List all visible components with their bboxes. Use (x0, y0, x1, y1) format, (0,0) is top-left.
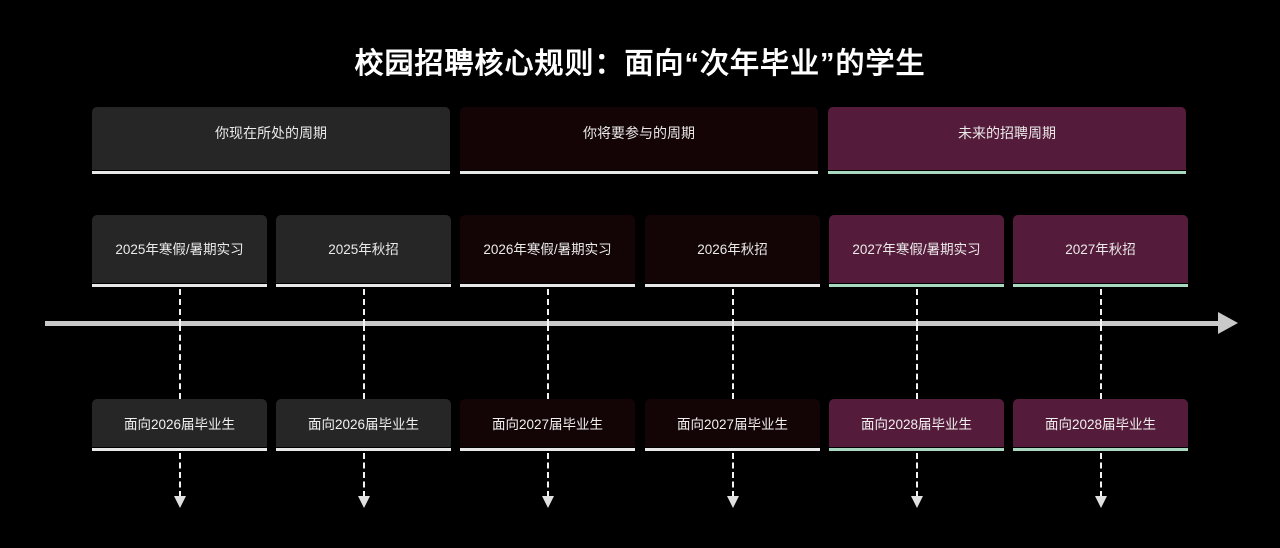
connector-dash-lower (179, 325, 181, 399)
cycle-card-rule (829, 284, 1004, 287)
audience-card-rule (460, 448, 635, 451)
connector-dash-upper (363, 289, 365, 325)
outflow-dash (363, 453, 365, 497)
connector-dash-upper (179, 289, 181, 325)
phase-header-next-label: 你将要参与的周期 (583, 125, 695, 141)
phase-header-future-rule (828, 171, 1186, 174)
audience-card-label: 面向2028届毕业生 (860, 417, 973, 432)
connector-dash-upper (547, 289, 549, 325)
audience-card-rule (276, 448, 451, 451)
cycle-card: 2025年寒假/暑期实习 (92, 215, 267, 287)
audience-card-label: 面向2027届毕业生 (491, 417, 604, 432)
cycle-card: 2025年秋招 (276, 215, 451, 287)
outflow-arrow-icon (174, 496, 186, 508)
outflow-arrow-icon (358, 496, 370, 508)
outflow-dash (1100, 453, 1102, 497)
cycle-card-label: 2025年秋招 (328, 242, 399, 257)
outflow-dash (916, 453, 918, 497)
cycle-card-label: 2027年寒假/暑期实习 (852, 242, 981, 257)
audience-card-rule (1013, 448, 1188, 451)
cycle-card: 2027年寒假/暑期实习 (829, 215, 1004, 287)
cycle-card-rule (276, 284, 451, 287)
cycle-card-rule (92, 284, 267, 287)
audience-card: 面向2028届毕业生 (829, 399, 1004, 451)
audience-card-rule (829, 448, 1004, 451)
outflow-arrow-icon (727, 496, 739, 508)
audience-card-rule (645, 448, 820, 451)
connector-dash-lower (732, 325, 734, 399)
cycle-card-rule (645, 284, 820, 287)
audience-card-label: 面向2027届毕业生 (676, 417, 789, 432)
phase-header-future: 未来的招聘周期 (828, 107, 1186, 174)
connector-dash-lower (1100, 325, 1102, 399)
phase-header-current-rule (92, 171, 450, 174)
outflow-dash (732, 453, 734, 497)
timeline-arrow-icon (1218, 312, 1238, 334)
phase-header-next-rule (460, 171, 818, 174)
connector-dash-upper (1100, 289, 1102, 325)
cycle-card-label: 2026年秋招 (697, 242, 768, 257)
cycle-card-label: 2026年寒假/暑期实习 (483, 242, 612, 257)
cycle-card-label: 2025年寒假/暑期实习 (115, 242, 244, 257)
cycle-card-rule (1013, 284, 1188, 287)
cycle-card-rule (460, 284, 635, 287)
outflow-arrow-icon (911, 496, 923, 508)
outflow-arrow-icon (1095, 496, 1107, 508)
outflow-dash (547, 453, 549, 497)
page-title: 校园招聘核心规则：面向“次年毕业”的学生 (354, 48, 926, 80)
outflow-dash (179, 453, 181, 497)
connector-dash-lower (547, 325, 549, 399)
timeline-axis (45, 321, 1225, 326)
connector-dash-upper (916, 289, 918, 325)
audience-card-rule (92, 448, 267, 451)
outflow-arrow-icon (542, 496, 554, 508)
connector-dash-lower (916, 325, 918, 399)
cycle-card: 2026年寒假/暑期实习 (460, 215, 635, 287)
audience-card: 面向2026届毕业生 (276, 399, 451, 451)
audience-card: 面向2027届毕业生 (645, 399, 820, 451)
cycle-card-label: 2027年秋招 (1065, 242, 1136, 257)
audience-card: 面向2026届毕业生 (92, 399, 267, 451)
connector-dash-lower (363, 325, 365, 399)
cycle-card: 2027年秋招 (1013, 215, 1188, 287)
connector-dash-upper (732, 289, 734, 325)
audience-card: 面向2028届毕业生 (1013, 399, 1188, 451)
phase-header-current-label: 你现在所处的周期 (215, 125, 327, 141)
cycle-card: 2026年秋招 (645, 215, 820, 287)
phase-header-future-label: 未来的招聘周期 (958, 125, 1056, 141)
audience-card-label: 面向2026届毕业生 (123, 417, 236, 432)
audience-card-label: 面向2026届毕业生 (307, 417, 420, 432)
audience-card: 面向2027届毕业生 (460, 399, 635, 451)
audience-card-label: 面向2028届毕业生 (1044, 417, 1157, 432)
phase-header-current: 你现在所处的周期 (92, 107, 450, 174)
phase-header-next: 你将要参与的周期 (460, 107, 818, 174)
